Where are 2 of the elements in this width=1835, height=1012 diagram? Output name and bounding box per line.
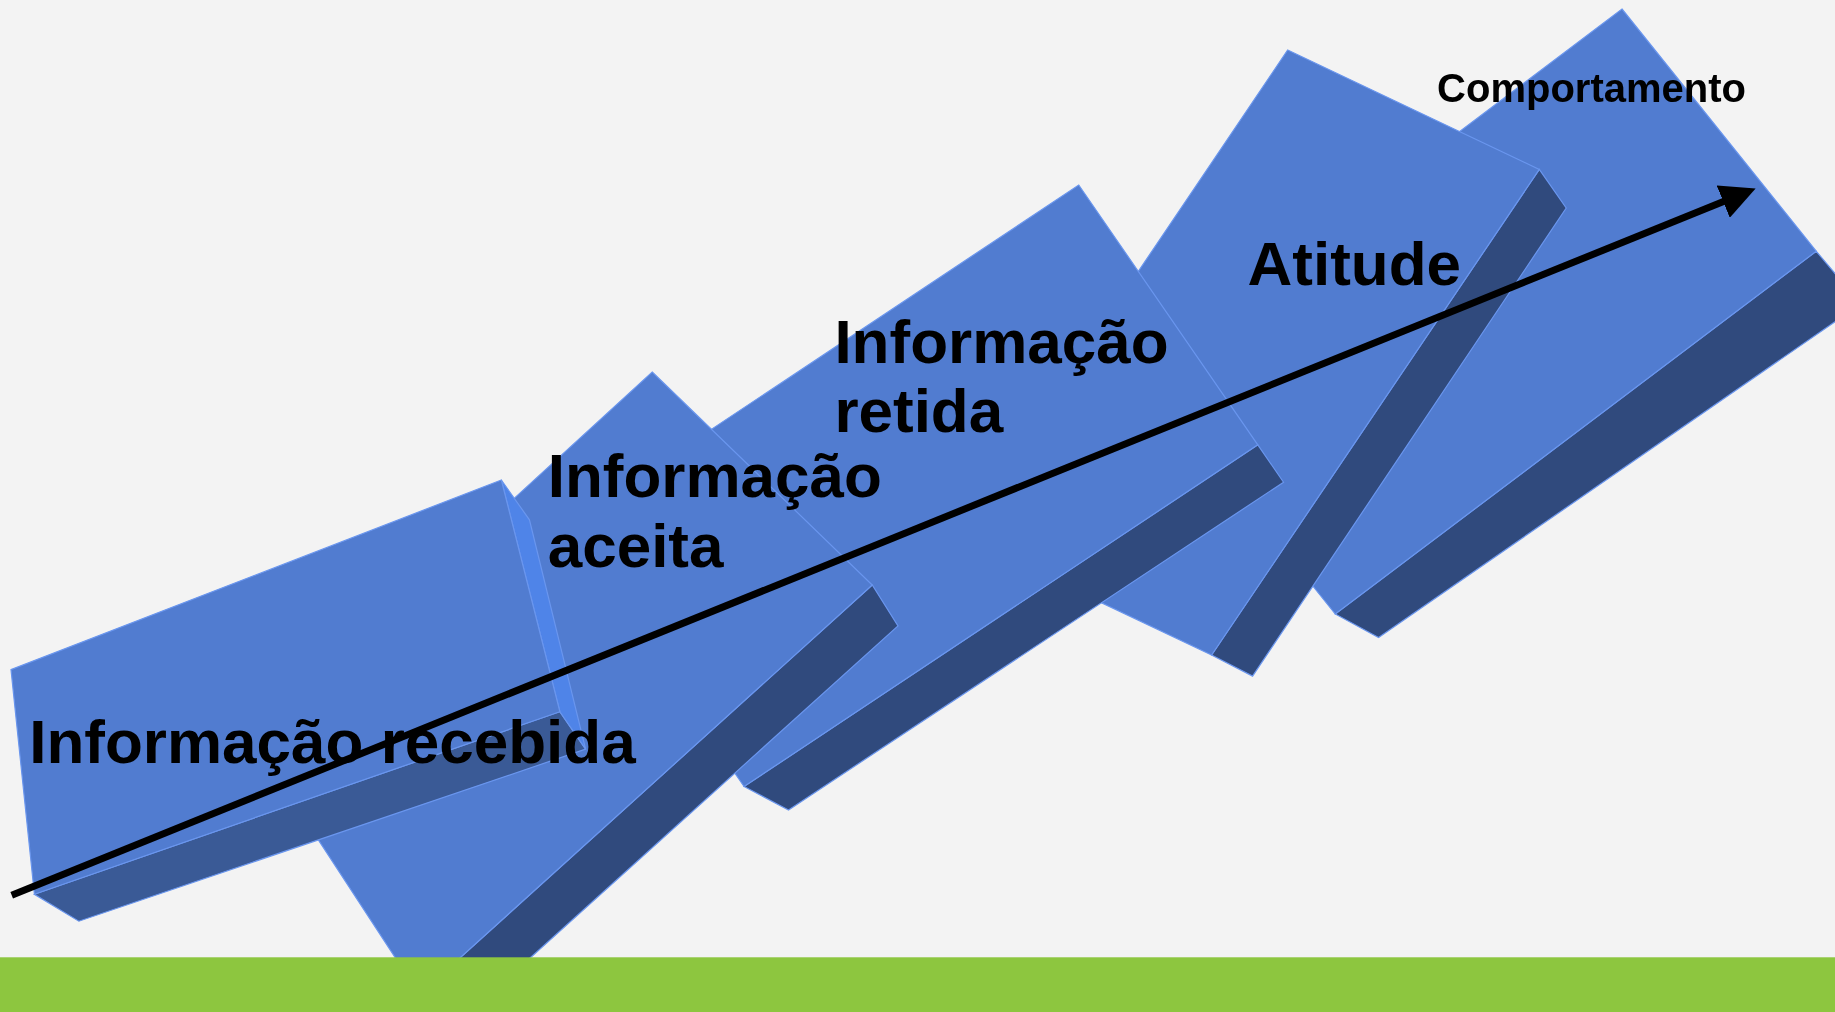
block-label: Atitude bbox=[1247, 229, 1463, 299]
block-label: Informação recebida bbox=[29, 706, 637, 777]
